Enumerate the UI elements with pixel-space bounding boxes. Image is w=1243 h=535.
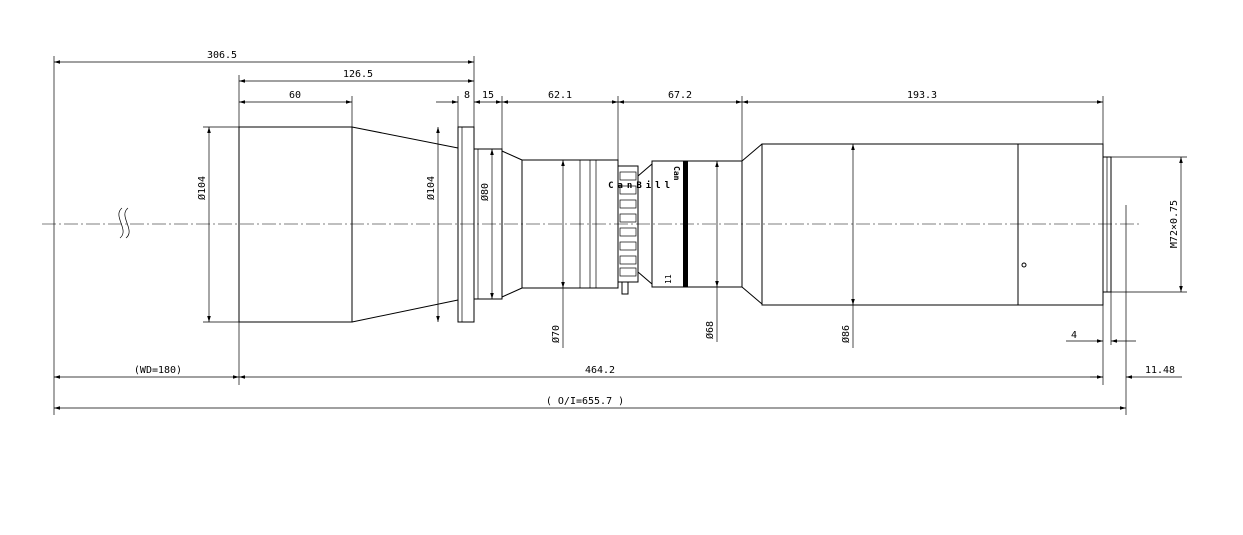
bottom-dimensions: (WD=180) 464.2 11.48 ( O/I=655.7 ): [54, 365, 1182, 410]
dim-rear-lip: 4: [1071, 330, 1077, 341]
dim-overall-top: 306.5: [207, 50, 237, 61]
dim-working-distance: (WD=180): [134, 365, 182, 376]
dim-barrel-length: 62.1: [548, 90, 572, 101]
dim-mid-length: 67.2: [668, 90, 692, 101]
dim-object-to-image: ( O/I=655.7 ): [546, 396, 624, 407]
dim-mount-thread: M72×0.75: [1169, 200, 1180, 248]
dim-barrel-diameter: Ø70: [550, 325, 562, 343]
diameter-dimensions: Ø104 Ø104 Ø80 Ø70 Ø68 Ø86 M72×0.75: [196, 126, 1183, 348]
dim-rear-body-length: 193.3: [907, 90, 937, 101]
dim-back-focus: 11.48: [1145, 365, 1175, 376]
dim-body-diameter: Ø86: [840, 325, 852, 343]
rear-lip-dimension: 4: [1066, 330, 1136, 343]
brand-fragment-text: Can: [672, 166, 681, 181]
rear-body: [761, 143, 1104, 306]
mid-section: Can CanBill 11: [608, 143, 763, 305]
dim-hood-length: 60: [289, 90, 301, 101]
dim-adapter-diameter: Ø80: [479, 183, 491, 201]
dim-front-to-flange: 126.5: [343, 69, 373, 80]
dim-adapter-length: 15: [482, 90, 494, 101]
extension-lines: [53, 56, 1187, 415]
rear-mount: [1102, 156, 1127, 293]
optical-axis: [42, 207, 1140, 239]
side-mark-text: 11: [664, 274, 673, 284]
front-hood: [238, 126, 459, 323]
dim-flange-diameter: Ø104: [425, 176, 437, 200]
lens-outline: Can CanBill 11: [238, 126, 1127, 323]
flange: [457, 126, 475, 323]
top-dimensions: 306.5 126.5 60 8 15 62.1 67.2 193.3: [54, 50, 1103, 104]
focus-ring: [617, 165, 639, 295]
brand-text: CanBill: [608, 180, 674, 191]
dim-mid-diameter: Ø68: [704, 321, 716, 339]
dim-lens-length: 464.2: [585, 365, 615, 376]
dim-front-diameter: Ø104: [196, 176, 208, 200]
dim-flange-thickness: 8: [464, 90, 470, 101]
